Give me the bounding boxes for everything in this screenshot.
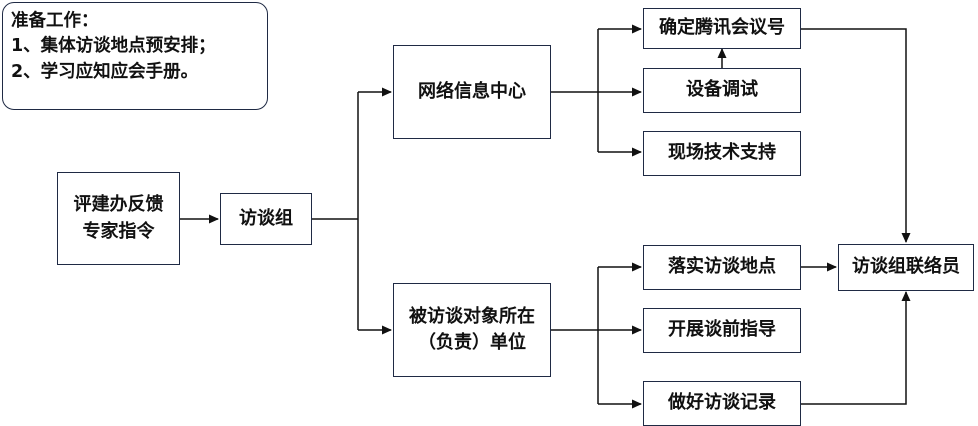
preparation-item-2: 2、学习应知应会手册。 bbox=[11, 61, 199, 82]
node-responsible-unit-label: 被访谈对象所在 （负责）单位 bbox=[409, 305, 535, 353]
node-confirm-location: 落实访谈地点 bbox=[643, 245, 801, 290]
node-confirm-location-label: 落实访谈地点 bbox=[668, 256, 776, 278]
node-responsible-unit: 被访谈对象所在 （负责）单位 bbox=[393, 283, 551, 377]
node-network-center-label: 网络信息中心 bbox=[418, 80, 526, 102]
node-source: 评建办反馈 专家指令 bbox=[57, 172, 180, 265]
preparation-title: 准备工作： bbox=[11, 11, 99, 31]
node-record: 做好访谈记录 bbox=[643, 381, 801, 426]
node-confirm-meeting: 确定腾讯会议号 bbox=[643, 8, 801, 49]
node-network-center: 网络信息中心 bbox=[393, 45, 551, 139]
node-pre-guidance: 开展谈前指导 bbox=[643, 308, 801, 353]
node-onsite-support-label: 现场技术支持 bbox=[668, 142, 776, 164]
node-source-label: 评建办反馈 专家指令 bbox=[73, 194, 164, 242]
edge-meeting-to-liaison bbox=[801, 28, 911, 243]
node-pre-guidance-label: 开展谈前指导 bbox=[668, 319, 776, 341]
node-device-debug: 设备调试 bbox=[643, 68, 801, 113]
preparation-item-1: 1、集体访谈地点预安排； bbox=[11, 36, 216, 57]
node-record-label: 做好访谈记录 bbox=[668, 392, 776, 414]
node-interview-group-label: 访谈组 bbox=[239, 207, 293, 229]
node-device-debug-label: 设备调试 bbox=[686, 79, 758, 101]
preparation-note: 准备工作： 1、集体访谈地点预安排； 2、学习应知应会手册。 bbox=[2, 2, 268, 110]
node-liaison-label: 访谈组联络员 bbox=[852, 256, 960, 278]
node-confirm-meeting-label: 确定腾讯会议号 bbox=[659, 17, 785, 39]
node-liaison: 访谈组联络员 bbox=[838, 244, 974, 291]
node-onsite-support: 现场技术支持 bbox=[643, 131, 801, 176]
node-interview-group: 访谈组 bbox=[220, 193, 312, 245]
edge-record-to-liaison bbox=[801, 291, 911, 405]
